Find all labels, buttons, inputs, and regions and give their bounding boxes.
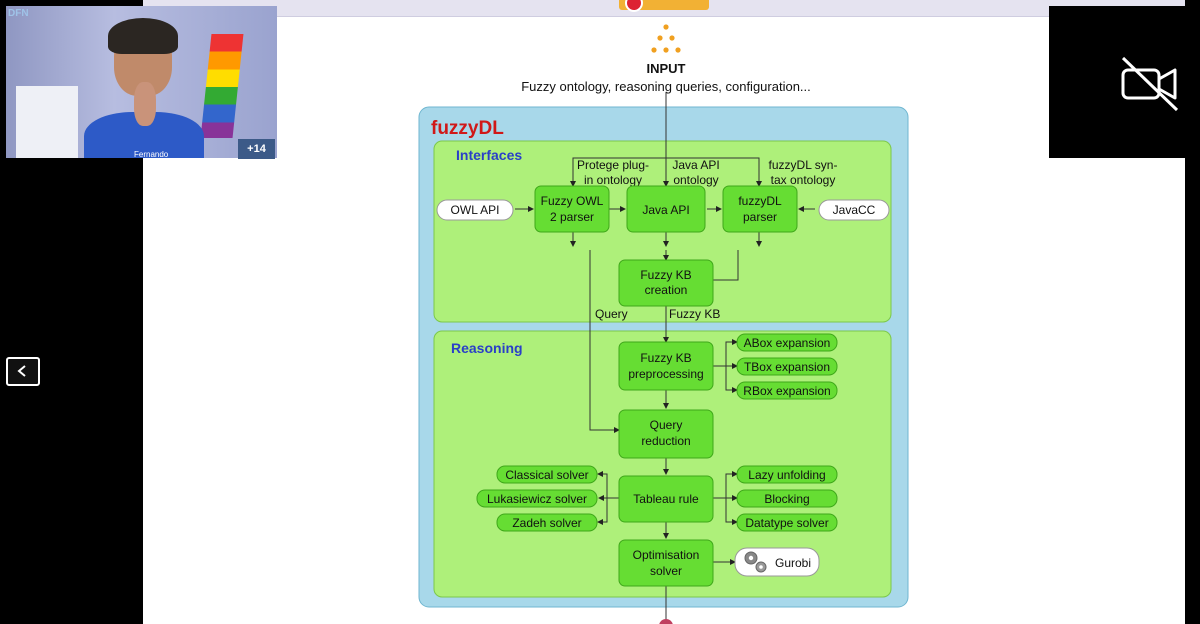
fuzzydl-label-1: fuzzyDL syn- <box>769 158 838 172</box>
input-icon <box>651 24 681 53</box>
input-subtitle: Fuzzy ontology, reasoning queries, confi… <box>521 79 811 94</box>
rbox-label: RBox expansion <box>743 384 830 398</box>
fuzzy-owl-label-2: 2 parser <box>550 210 594 224</box>
javaapi-label-1: Java API <box>672 158 719 172</box>
fuzzydl-parser-node <box>722 185 798 233</box>
optim-label-2: solver <box>650 564 682 578</box>
lukasiewicz-solver-node <box>476 489 598 508</box>
datatype-solver-node <box>736 513 838 532</box>
datatype-label: Datatype solver <box>745 516 828 530</box>
zadeh-label: Zadeh solver <box>512 516 581 530</box>
query-red-label-1: Query <box>650 418 683 432</box>
blocking-label: Blocking <box>764 492 809 506</box>
kb-creation-label-1: Fuzzy KB <box>640 268 691 282</box>
lazy-label: Lazy unfolding <box>748 468 825 482</box>
shared-slide: INPUT Fuzzy ontology, reasoning queries,… <box>143 0 1185 624</box>
participant-person <box>84 18 204 158</box>
record-indicator-icon <box>625 0 643 12</box>
javacc-node <box>818 199 890 221</box>
tbox-expansion-node <box>736 357 838 376</box>
interfaces-title: Interfaces <box>456 147 522 163</box>
fuzzydl-parser-label-1: fuzzyDL <box>738 194 782 208</box>
fuzzy-owl-parser-node <box>534 185 610 233</box>
kb-pre-label-1: Fuzzy KB <box>640 351 691 365</box>
blocking-node <box>736 489 838 508</box>
query-reduction-node <box>618 409 714 459</box>
participant-name: Fernando <box>134 150 169 158</box>
share-toolbar[interactable] <box>619 0 709 12</box>
query-red-label-2: reduction <box>641 434 690 448</box>
input-title: INPUT <box>647 61 686 76</box>
self-video-tile[interactable]: DFN Fernando <box>6 6 277 158</box>
classical-label: Classical solver <box>505 468 588 482</box>
abox-label: ABox expansion <box>744 336 831 350</box>
lukasiewicz-label: Lukasiewicz solver <box>487 492 587 506</box>
kb-pre-label-2: preprocessing <box>628 367 703 381</box>
protege-label-1: Protege plug- <box>577 158 649 172</box>
optim-label-1: Optimisation <box>633 548 700 562</box>
rbox-expansion-node <box>736 381 838 400</box>
lazy-unfolding-node <box>736 465 838 484</box>
javacc-label: JavaCC <box>833 203 876 217</box>
owl-api-label: OWL API <box>451 203 500 217</box>
zadeh-solver-node <box>496 513 598 532</box>
gurobi-label: Gurobi <box>775 556 811 570</box>
kb-creation-label-2: creation <box>645 283 688 297</box>
output-icon <box>659 619 673 624</box>
fuzzy-kb-creation-node <box>618 259 714 307</box>
fuzzydl-label-2: tax ontology <box>771 173 836 187</box>
video-logo: DFN <box>8 8 29 19</box>
tableau-rule-node <box>618 475 714 523</box>
camera-off-tile[interactable] <box>1049 6 1200 158</box>
query-flow-label: Query <box>595 307 628 321</box>
more-participants-badge[interactable]: +14 <box>238 139 275 159</box>
java-api-label: Java API <box>642 203 689 217</box>
fuzzydl-title: fuzzyDL <box>431 118 504 139</box>
fuzzydl-parser-label-2: parser <box>743 210 777 224</box>
video-off-icon <box>1121 56 1179 112</box>
background-door <box>16 86 78 158</box>
fuzzydl-architecture-diagram: INPUT Fuzzy ontology, reasoning queries,… <box>418 24 909 624</box>
classical-solver-node <box>496 465 598 484</box>
gears-icon <box>744 551 767 573</box>
abox-expansion-node <box>736 333 838 352</box>
fuzzy-owl-label-1: Fuzzy OWL <box>541 194 604 208</box>
chevron-left-icon <box>17 365 26 377</box>
owl-api-node <box>436 199 514 221</box>
optimisation-solver-node <box>618 539 714 587</box>
tbox-label: TBox expansion <box>744 360 830 374</box>
back-button[interactable] <box>6 357 40 386</box>
tableau-label: Tableau rule <box>633 492 699 506</box>
java-api-node <box>626 185 706 233</box>
javaapi-label-2: ontology <box>673 173 718 187</box>
fuzzy-kb-flow-label: Fuzzy KB <box>669 307 720 321</box>
protege-label-2: in ontology <box>584 173 642 187</box>
kb-preprocessing-node <box>618 341 714 391</box>
reasoning-title: Reasoning <box>451 340 523 356</box>
